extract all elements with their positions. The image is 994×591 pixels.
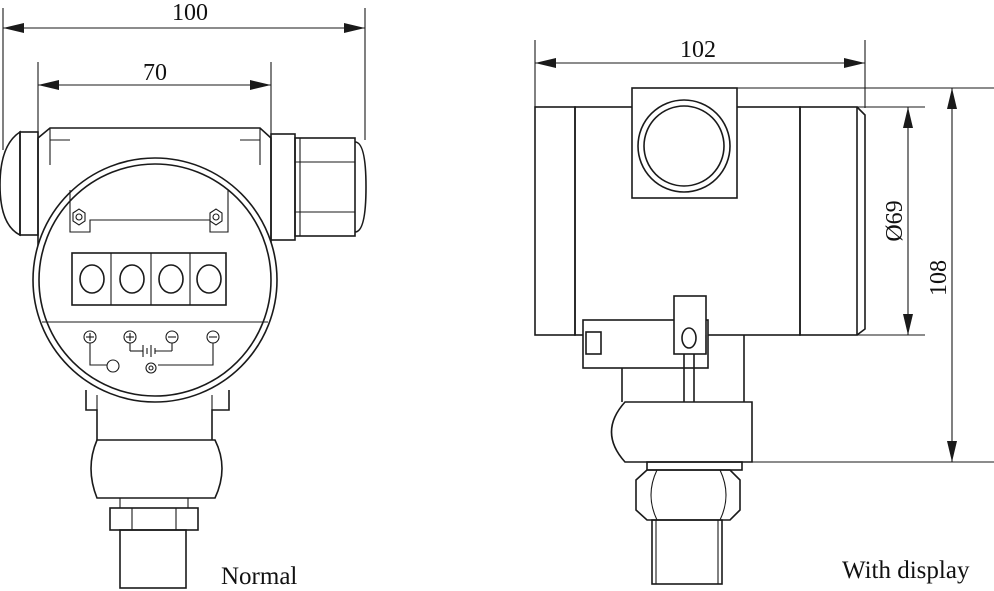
terminal-block: [71, 252, 227, 306]
dimension-70: 70: [37, 60, 272, 150]
dimension-102-label: 102: [680, 37, 716, 63]
process-connector-display: [651, 519, 723, 585]
dimension-100: 100: [2, 0, 366, 150]
dimension-diameter-label: Ø69: [882, 200, 908, 241]
dimension-70-label: 70: [143, 60, 167, 86]
hex-nut: [109, 498, 199, 531]
caption-normal: Normal: [221, 563, 297, 590]
left-end-cap: [0, 130, 39, 237]
dimension-100-label: 100: [172, 0, 208, 26]
cable-gland: [270, 133, 367, 241]
bulb-display: [610, 401, 753, 463]
bulb: [90, 439, 223, 499]
hex-nut-display: [635, 461, 743, 521]
dimension-108-label: 108: [926, 260, 952, 296]
display-window: [631, 87, 738, 199]
terminal-plate: [69, 190, 229, 233]
wiring-diagram: [83, 330, 220, 374]
dimension-108: 108: [737, 87, 994, 463]
normal-view: 100 70: [0, 0, 367, 590]
neck: [85, 390, 230, 440]
ground-bracket: [582, 295, 709, 402]
process-connector: [119, 529, 187, 589]
caption-with-display: With display: [842, 557, 970, 584]
neck-display: [621, 335, 745, 402]
display-view: 102 Ø69: [534, 37, 994, 585]
dimension-diameter: Ø69: [737, 106, 925, 336]
dimension-102: 102: [534, 37, 866, 108]
